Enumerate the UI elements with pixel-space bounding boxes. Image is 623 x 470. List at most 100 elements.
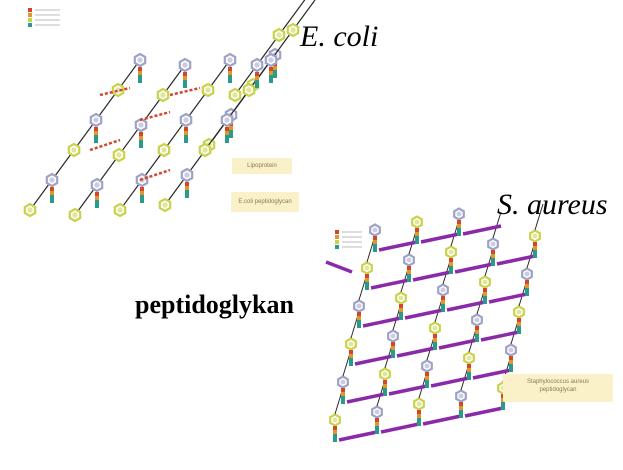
peptide-segment	[273, 74, 277, 78]
peptide-segment	[441, 296, 445, 300]
peptide-segment	[269, 67, 273, 71]
sugar-ring-icon-core	[93, 117, 99, 123]
saureus-caption-line1: Staphylococcus aureus	[526, 379, 590, 385]
glycan-backbone	[119, 59, 231, 211]
peptide-segment	[365, 286, 369, 290]
sugar-ring-icon-core	[340, 379, 346, 385]
peptide-segment	[517, 330, 521, 334]
peptide-segment	[341, 400, 345, 404]
peptide-segment	[459, 410, 463, 414]
peptide-segment	[139, 140, 143, 144]
sugar-ring-icon-core	[348, 341, 354, 347]
peptide-segment	[185, 186, 189, 190]
peptide-segment	[255, 84, 259, 88]
peptide-segment	[509, 360, 513, 364]
peptide-segment	[225, 127, 229, 131]
peptide-segment	[185, 190, 189, 194]
sugar-ring-icon-core	[440, 287, 446, 293]
peptide-segment	[407, 278, 411, 282]
peptide-segment	[341, 388, 345, 392]
peptide-segment	[349, 358, 353, 362]
peptide-segment	[357, 316, 361, 320]
peptide-segment	[225, 135, 229, 139]
sugar-ring-icon-core	[202, 147, 208, 153]
pentaglycine-bridge	[362, 316, 402, 328]
peptide-segment	[229, 130, 233, 134]
peptide-segment	[228, 67, 232, 71]
peptide-segment	[475, 334, 479, 338]
peptide-segment	[483, 288, 487, 292]
lipoprotein-note: Lipoprotein	[232, 158, 292, 174]
peptide-segment	[525, 284, 529, 288]
peptide-segment	[184, 127, 188, 131]
peptide-segment	[475, 330, 479, 334]
ecoli-caption: E.coli peptidoglycan	[231, 192, 299, 212]
peptide-segment	[269, 71, 273, 75]
crosslink	[139, 168, 171, 182]
pentaglycine-bridge	[420, 232, 460, 244]
sugar-ring-icon-core	[94, 182, 100, 188]
peptide-segment	[373, 248, 377, 252]
sugar-ring-icon-core	[161, 147, 167, 153]
peptide-segment	[50, 187, 54, 191]
peptide-segment	[525, 288, 529, 292]
peptide-segment	[391, 342, 395, 346]
ecoli-label: E. coli	[300, 20, 379, 53]
sugar-ring-icon-core	[332, 417, 338, 423]
sugar-ring-icon-core	[276, 32, 282, 38]
pentaglycine-bridge	[446, 300, 486, 312]
peptide-segment	[184, 135, 188, 139]
legend	[28, 8, 362, 274]
sugar-ring-icon-core	[372, 227, 378, 233]
peptide-segment	[417, 422, 421, 426]
peptide-segment	[95, 204, 99, 208]
peptide-segment	[425, 376, 429, 380]
peptide-segment	[373, 244, 377, 248]
pentaglycine-bridge	[438, 338, 478, 350]
peptide-segment	[333, 430, 337, 434]
peptide-segment	[373, 240, 377, 244]
sugar-ring-icon-core	[290, 27, 296, 33]
peptide-segment	[475, 338, 479, 342]
peptide-segment	[228, 75, 232, 79]
pentaglycine-bridge	[380, 422, 420, 434]
sugar-ring-icon-core	[398, 295, 404, 301]
peptide-segment	[184, 131, 188, 135]
legend-swatch	[335, 235, 339, 239]
peptide-segment	[183, 76, 187, 80]
legend-swatch	[28, 18, 32, 22]
sugar-ring-icon-core	[382, 371, 388, 377]
pentaglycine-bridge	[422, 414, 462, 426]
peptide-segment	[509, 364, 513, 368]
sugar-ring-icon-core	[117, 207, 123, 213]
peptide-segment	[433, 338, 437, 342]
peptide-segment	[341, 396, 345, 400]
sugar-ring-icon-core	[416, 401, 422, 407]
sugar-ring-icon-core	[227, 57, 233, 63]
peptide-segment	[228, 71, 232, 75]
peptide-segment	[375, 426, 379, 430]
sugar-ring-icon-core	[116, 152, 122, 158]
peptide-segment	[139, 132, 143, 136]
sugar-ring-icon-core	[184, 172, 190, 178]
main-title: peptidoglykan	[135, 290, 294, 319]
peptide-segment	[533, 246, 537, 250]
peptide-segment	[475, 326, 479, 330]
saureus-label: S. aureus	[497, 188, 608, 221]
peptide-segment	[525, 280, 529, 284]
peptide-segment	[459, 406, 463, 410]
peptide-segment	[501, 402, 505, 406]
peptide-segment	[467, 376, 471, 380]
peptide-segment	[365, 278, 369, 282]
peptide-segment	[357, 312, 361, 316]
peptide-segment	[269, 79, 273, 83]
pentaglycine-bridge	[462, 224, 502, 236]
peptide-segment	[391, 354, 395, 358]
peptide-segment	[525, 292, 529, 296]
pentaglycine-bridge	[396, 346, 436, 358]
peptide-segment	[50, 199, 54, 203]
peptide-segment	[184, 139, 188, 143]
sugar-ring-icon-core	[456, 211, 462, 217]
peptide-segment	[365, 282, 369, 286]
peptide-segment	[407, 270, 411, 274]
